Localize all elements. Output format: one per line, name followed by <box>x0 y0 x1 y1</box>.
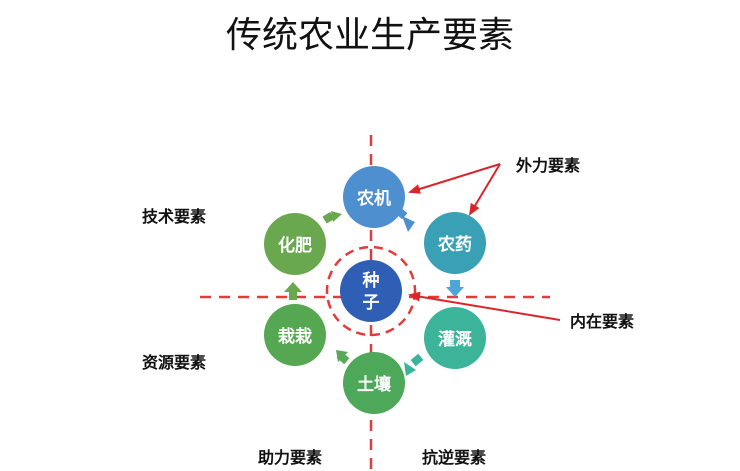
external-factors-label: 外力要素 <box>515 156 580 175</box>
center-node-label-line1: 种 <box>362 270 380 291</box>
node-turang[interactable]: 土壤 <box>343 352 405 414</box>
technical-factors-label: 技术要素 <box>142 207 206 226</box>
internal-factors-label: 内在要素 <box>570 312 634 331</box>
page-title: 传统农业生产要素 <box>225 15 514 56</box>
node-huafei[interactable]: 化肥 <box>264 213 326 275</box>
node-nongji-label: 农机 <box>356 188 391 209</box>
node-zaizai-circle <box>264 304 326 366</box>
center-dashed-ring <box>325 245 417 337</box>
node-nongyao[interactable]: 农药 <box>424 212 486 274</box>
node-guangai-circle <box>424 307 486 369</box>
center-node-circle <box>340 260 402 322</box>
node-turang-circle <box>343 352 405 414</box>
resource-factors-label: 资源要素 <box>142 353 206 372</box>
center-node-label-line2: 子 <box>363 293 380 313</box>
cycle-arrow-huafei-to-nongji <box>322 211 342 224</box>
node-zaizai[interactable]: 栽栽 <box>264 304 326 366</box>
cycle-arrow-zaizai-to-huafei <box>284 282 302 300</box>
node-nongyao-circle <box>424 212 486 274</box>
support-factors-label: 助力要素 <box>258 448 322 467</box>
node-turang-label: 土壤 <box>357 374 392 395</box>
node-nongji[interactable]: 农机 <box>343 166 405 228</box>
center-node-seed[interactable]: 种 子 <box>340 260 402 322</box>
node-nongji-circle <box>343 166 405 228</box>
node-nongyao-label: 农药 <box>437 234 472 255</box>
node-guangai-label: 灌溉 <box>438 329 472 350</box>
resistance-factors-label: 抗逆要素 <box>422 448 486 467</box>
cycle-arrow-turang-to-zaizai <box>336 350 350 365</box>
external-arrow-to-nongyao <box>468 163 501 216</box>
cycle-arrow-guangai-to-turang <box>404 353 424 376</box>
node-zaizai-label: 栽栽 <box>278 326 312 347</box>
node-huafei-circle <box>264 213 326 275</box>
external-arrow-to-nongji <box>408 163 501 194</box>
node-guangai[interactable]: 灌溉 <box>424 307 486 369</box>
node-huafei-label: 化肥 <box>278 235 312 256</box>
internal-arrow-to-seed <box>408 291 561 321</box>
cycle-arrow-nongyao-to-guangai <box>446 280 464 297</box>
